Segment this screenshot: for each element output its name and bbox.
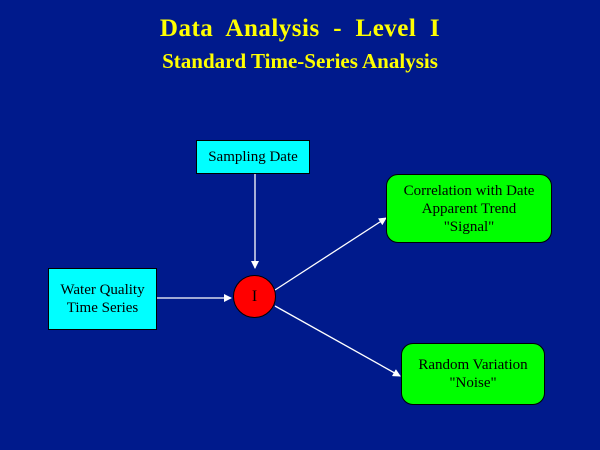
water-quality-time-series-box: Water Quality Time Series: [48, 268, 157, 330]
noise-box: Random Variation "Noise": [401, 343, 545, 405]
arrow-node-to-signal: [274, 217, 387, 291]
sampling-date-box: Sampling Date: [196, 140, 310, 174]
analysis-level-node: I: [233, 275, 276, 318]
page-title: Data Analysis - Level I: [159, 15, 441, 42]
page-subtitle: Standard Time-Series Analysis: [162, 49, 438, 73]
arrow-node-to-noise: [274, 305, 401, 377]
signal-box: Correlation with Date Apparent Trend "Si…: [386, 174, 552, 243]
